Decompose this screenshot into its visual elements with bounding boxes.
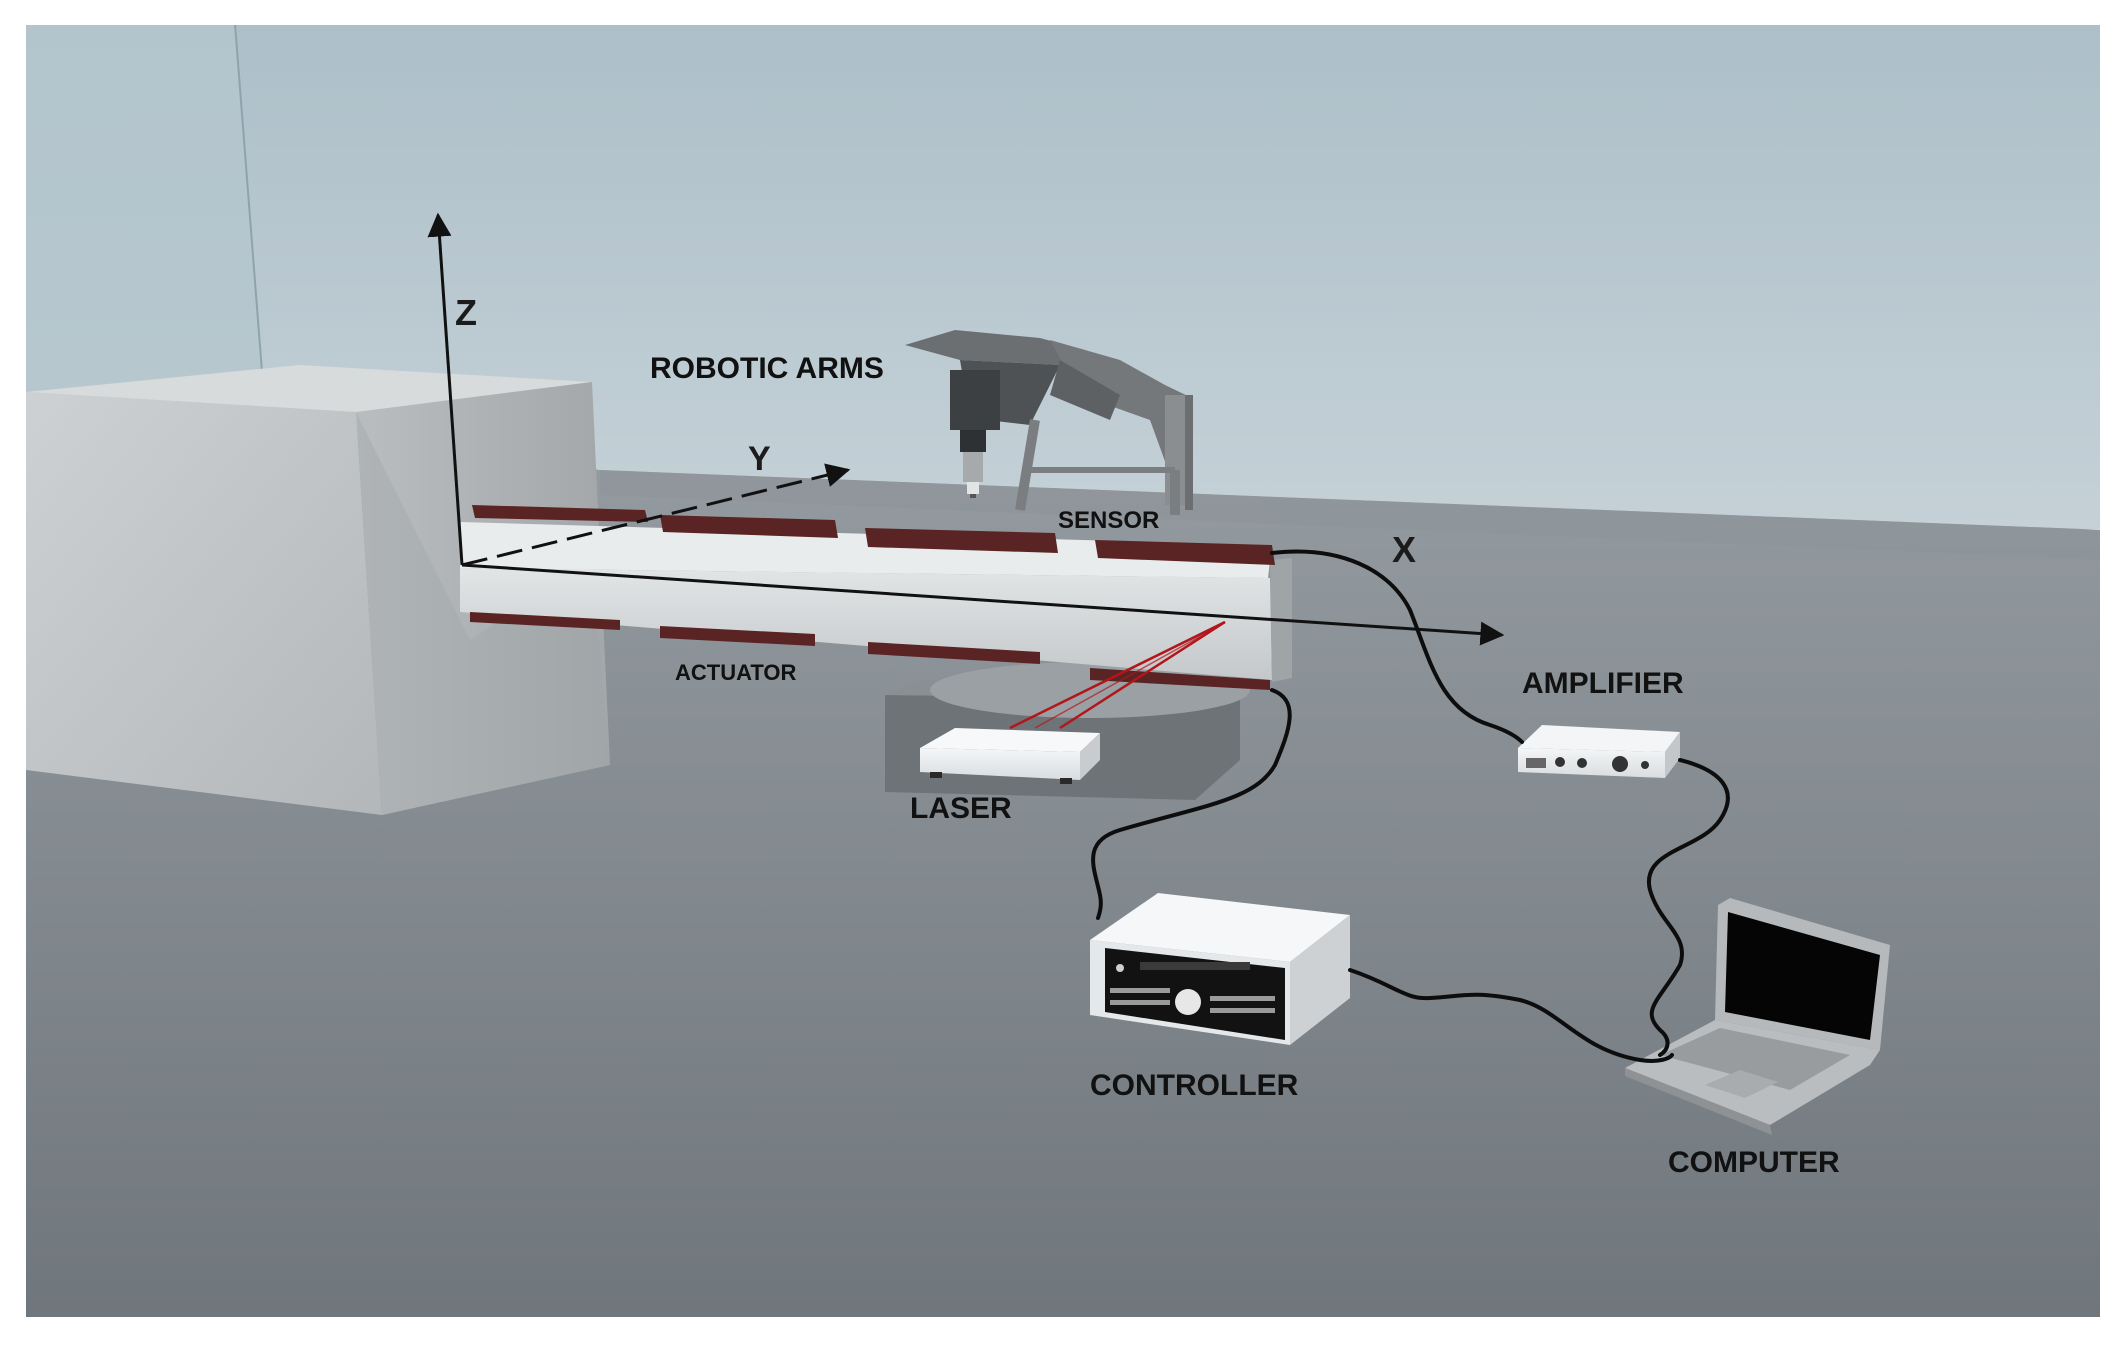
laser-device bbox=[920, 728, 1100, 784]
label-controller: CONTROLLER bbox=[1090, 1069, 1299, 1102]
label-amplifier: AMPLIFIER bbox=[1522, 667, 1684, 700]
label-robotic-arms: ROBOTIC ARMS bbox=[650, 352, 884, 385]
sensor-patches bbox=[472, 505, 1275, 565]
cable-sensor-amplifier bbox=[1270, 549, 1524, 744]
cable-controller-computer bbox=[1348, 968, 1674, 1063]
concrete-block bbox=[26, 365, 610, 815]
axis-label-x: X bbox=[1392, 529, 1416, 570]
controller-device bbox=[1090, 893, 1350, 1045]
y-axis bbox=[461, 463, 851, 567]
label-actuator: ACTUATOR bbox=[675, 660, 797, 685]
robotic-arm bbox=[905, 330, 1193, 515]
computer-laptop bbox=[1625, 898, 1890, 1135]
cantilever-beam bbox=[460, 522, 1292, 682]
amplifier-device bbox=[1518, 725, 1680, 778]
laser-beams bbox=[1009, 620, 1226, 730]
z-axis bbox=[427, 212, 464, 566]
axis-label-z: Z bbox=[455, 292, 477, 333]
axis-label-y: Y bbox=[748, 440, 771, 478]
cables bbox=[1091, 549, 1730, 1063]
cable-amplifier-computer bbox=[1646, 758, 1730, 1057]
label-laser: LASER bbox=[910, 792, 1012, 825]
label-computer: COMPUTER bbox=[1668, 1146, 1840, 1179]
actuator-patches bbox=[470, 612, 1270, 690]
x-axis bbox=[461, 563, 1505, 646]
cable-actuator-controller bbox=[1091, 688, 1292, 920]
label-sensor: SENSOR bbox=[1058, 507, 1159, 534]
coordinate-axes bbox=[427, 212, 1505, 646]
